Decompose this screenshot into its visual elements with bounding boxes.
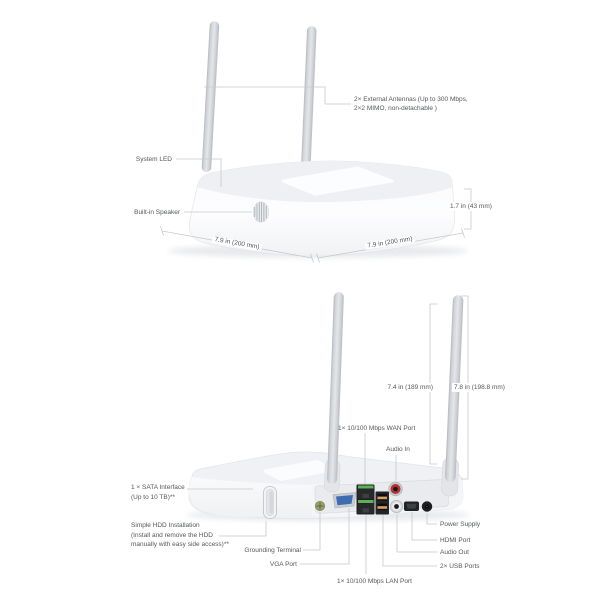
speaker-grille-icon (252, 201, 270, 223)
vga-port (332, 492, 357, 509)
label-height-dimension: 1.7 in (43 mm) (448, 202, 494, 211)
label-usb-ports: 2× USB Ports (440, 563, 480, 570)
label-vga-port: VGA Port (269, 561, 297, 568)
top-view (168, 21, 468, 258)
grounding-leader-line (303, 512, 321, 551)
top-view-top-inset (281, 166, 394, 196)
antennas-leader-line (204, 86, 351, 105)
hdd-leader-line (219, 521, 267, 537)
label-hdd-installation: Simple HDD Installation (Install and rem… (131, 521, 229, 550)
label-wan-port: 1× 10/100 Mbps WAN Port (338, 425, 416, 432)
label-sata-interface: 1 × SATA Interface (Up to 10 TB)** (131, 483, 185, 503)
hdmi-leader-line (411, 512, 437, 541)
grounding-terminal (314, 500, 325, 511)
top-view-right-antenna (301, 26, 317, 168)
rear-view-side-face (189, 477, 312, 517)
audio-in-port (388, 481, 403, 497)
label-antenna-inner-dimension: 7.4 in (189 mm) (385, 383, 435, 392)
label-grounding-terminal: Grounding Terminal (244, 547, 301, 554)
ethernet-ports (356, 484, 375, 515)
label-system-led: System LED (135, 156, 172, 163)
label-hdd-line2: (Install and remove the HDD (131, 531, 214, 539)
hdmi-port (404, 501, 419, 511)
rear-view (186, 292, 470, 521)
label-hdd-line3: manually with easy side access)** (131, 541, 229, 548)
label-external-antennas: 2× External Antennas (Up to 300 Mbps, 2×… (354, 95, 468, 113)
label-hdd-line1: Simple HDD Installation (131, 522, 200, 529)
label-audio-in: Audio In (386, 446, 410, 453)
label-antenna-outer-dimension: 7.8 in (198.8 mm) (452, 383, 507, 392)
label-audio-out: Audio Out (440, 549, 469, 556)
power-leader-line (426, 513, 437, 525)
audio-out-leader-line (396, 514, 437, 553)
label-built-in-speaker: Built-in Speaker (134, 209, 180, 216)
audio-out-port (389, 499, 403, 513)
system-led-leader-line (176, 158, 222, 187)
label-lan-port: 1× 10/100 Mbps LAN Port (337, 578, 412, 585)
label-external-antennas-line2: 2×2 MIMO, non-detachable ) (354, 105, 437, 112)
wan-port (358, 485, 374, 499)
top-view-device-body (189, 160, 456, 257)
rear-left-antenna (327, 292, 344, 485)
usb-leader-line (382, 515, 437, 567)
vga-leader-line (300, 508, 350, 565)
lan-port (358, 500, 374, 514)
label-power-supply: Power Supply (440, 521, 481, 528)
label-hdmi-port: HDMI Port (440, 537, 471, 544)
usb-ports (375, 491, 389, 515)
label-sata-line2: (Up to 10 TB)** (131, 494, 175, 501)
label-sata-line1: 1 × SATA Interface (131, 484, 185, 491)
top-view-left-antenna (201, 21, 220, 173)
hdd-slot (263, 486, 277, 519)
power-jack (421, 501, 433, 512)
label-external-antennas-line1: 2× External Antennas (Up to 300 Mbps, (354, 96, 468, 103)
